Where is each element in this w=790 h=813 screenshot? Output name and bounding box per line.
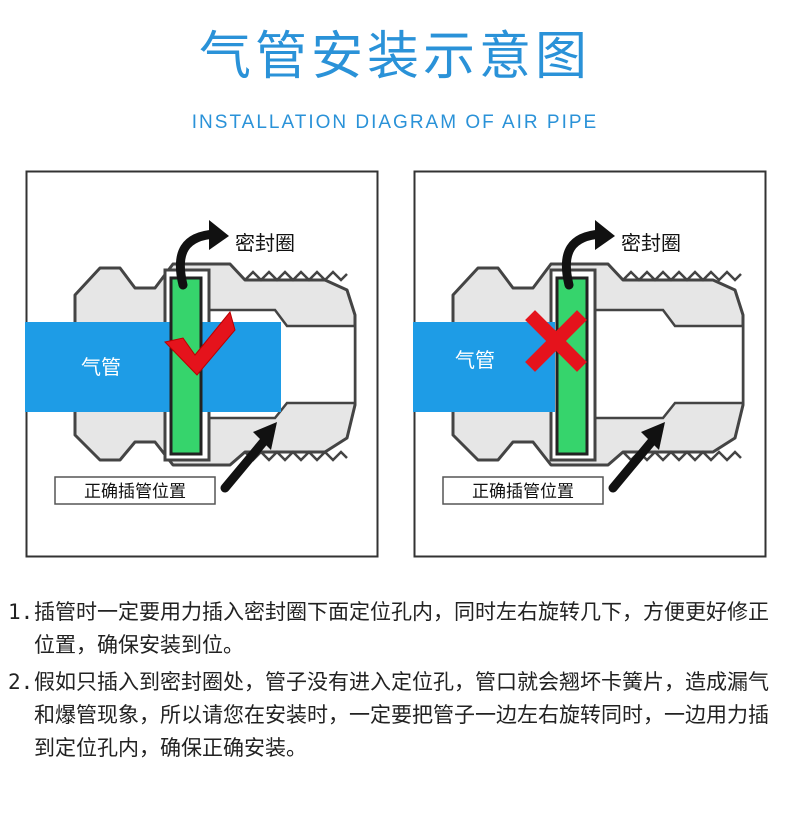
position-label: 正确插管位置 (472, 482, 574, 502)
seal-label: 密封圈 (621, 231, 681, 255)
page-subtitle: INSTALLATION DIAGRAM OF AIR PIPE (191, 112, 599, 133)
position-label: 正确插管位置 (84, 482, 186, 502)
curved-arrow-icon (561, 229, 606, 290)
air-pipe (25, 322, 281, 412)
instruction-text: 插管时一定要用力插入密封圈下面定位孔内，同时左右旋转几下，方便更好修正位置，确保… (34, 600, 769, 657)
diagonal-arrow-icon (220, 435, 270, 493)
pipe-label: 气管 (81, 355, 121, 379)
pipe-label: 气管 (455, 348, 495, 372)
check-mark-icon (164, 310, 236, 376)
page-title: 气管安装示意图 (198, 27, 591, 87)
instruction-item: 2. 假如只插入到密封圈处，管子没有进入定位孔，管口就会翘坏卡簧片，造成漏气和爆… (8, 666, 788, 765)
curved-arrow-icon (175, 229, 220, 290)
diagonal-arrow-icon (608, 435, 658, 493)
instruction-number: 1. (8, 600, 34, 624)
seal-label: 密封圈 (235, 231, 295, 255)
instructions-list: 1. 插管时一定要用力插入密封圈下面定位孔内，同时左右旋转几下，方便更好修正位置… (8, 596, 788, 765)
instruction-number: 2. (8, 670, 34, 694)
instruction-text: 假如只插入到密封圈处，管子没有进入定位孔，管口就会翘坏卡簧片，造成漏气和爆管现象… (34, 670, 769, 760)
diagram-panel-correct: 密封圈 气管 正确插管位置 (25, 170, 379, 558)
instruction-item: 1. 插管时一定要用力插入密封圈下面定位孔内，同时左右旋转几下，方便更好修正位置… (8, 596, 788, 662)
diagram-panel-incorrect: 密封圈 气管 正确插管位置 (413, 170, 767, 558)
cross-mark-icon (525, 310, 587, 372)
